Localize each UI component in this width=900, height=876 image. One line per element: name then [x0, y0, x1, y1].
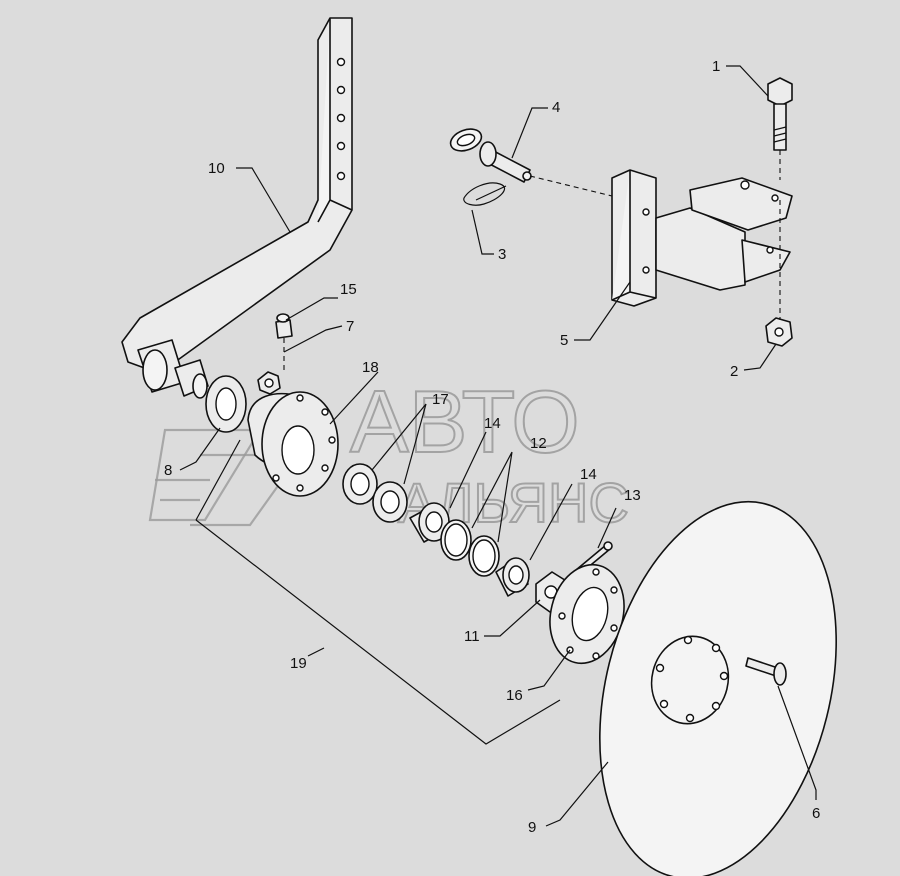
part-14-bearing-a: [409, 502, 450, 543]
callout-14b: 14: [580, 466, 597, 483]
callout-1: 1: [712, 58, 720, 75]
assembly-lines: [283, 150, 781, 372]
callout-16: 16: [506, 687, 523, 704]
part-10-arm: [121, 17, 353, 399]
part-12-ring-b: [468, 535, 500, 577]
part-9-disc: [599, 500, 837, 876]
callout-3: 3: [498, 246, 506, 263]
part-15-grease-nipple: [275, 313, 293, 339]
part-7-nut: [257, 371, 281, 395]
leader-lines: [179, 65, 817, 827]
callout-6: 6: [812, 805, 820, 822]
callout-11: 11: [464, 628, 480, 645]
part-5-bracket: [611, 169, 793, 307]
part-2-nut: [765, 317, 793, 347]
part-3-lynch-pin: [463, 182, 507, 206]
part-1-bolt: [767, 77, 793, 151]
callout-12: 12: [530, 435, 547, 452]
callout-15: 15: [340, 281, 357, 298]
callout-5: 5: [560, 332, 568, 349]
callout-8: 8: [164, 462, 172, 479]
part-18-hub: [247, 391, 339, 497]
part-14-bearing-b: [495, 557, 530, 597]
callout-17: 17: [432, 391, 449, 408]
part-4-pin: [449, 128, 532, 183]
callout-19: 19: [290, 655, 307, 672]
callout-9: 9: [528, 819, 536, 836]
callout-18: 18: [362, 359, 379, 376]
part-16-flange: [549, 563, 625, 665]
part-17-bearing-a: [342, 463, 378, 505]
callout-10: 10: [208, 160, 225, 177]
part-6-bolt: [745, 657, 787, 686]
part-8-seal: [205, 375, 247, 433]
callout-13: 13: [624, 487, 641, 504]
part-17-bearing-b: [372, 481, 408, 523]
callout-7: 7: [346, 318, 354, 335]
callout-labels: 1 2 3 4 5 6 7 8 9 10 11 12 13 14 14 15 1…: [164, 58, 820, 836]
callout-2: 2: [730, 363, 738, 380]
callout-4: 4: [552, 99, 560, 116]
watermark-line1: АВТО: [350, 372, 580, 471]
part-12-ring-a: [440, 519, 472, 561]
callout-14a: 14: [484, 415, 501, 432]
